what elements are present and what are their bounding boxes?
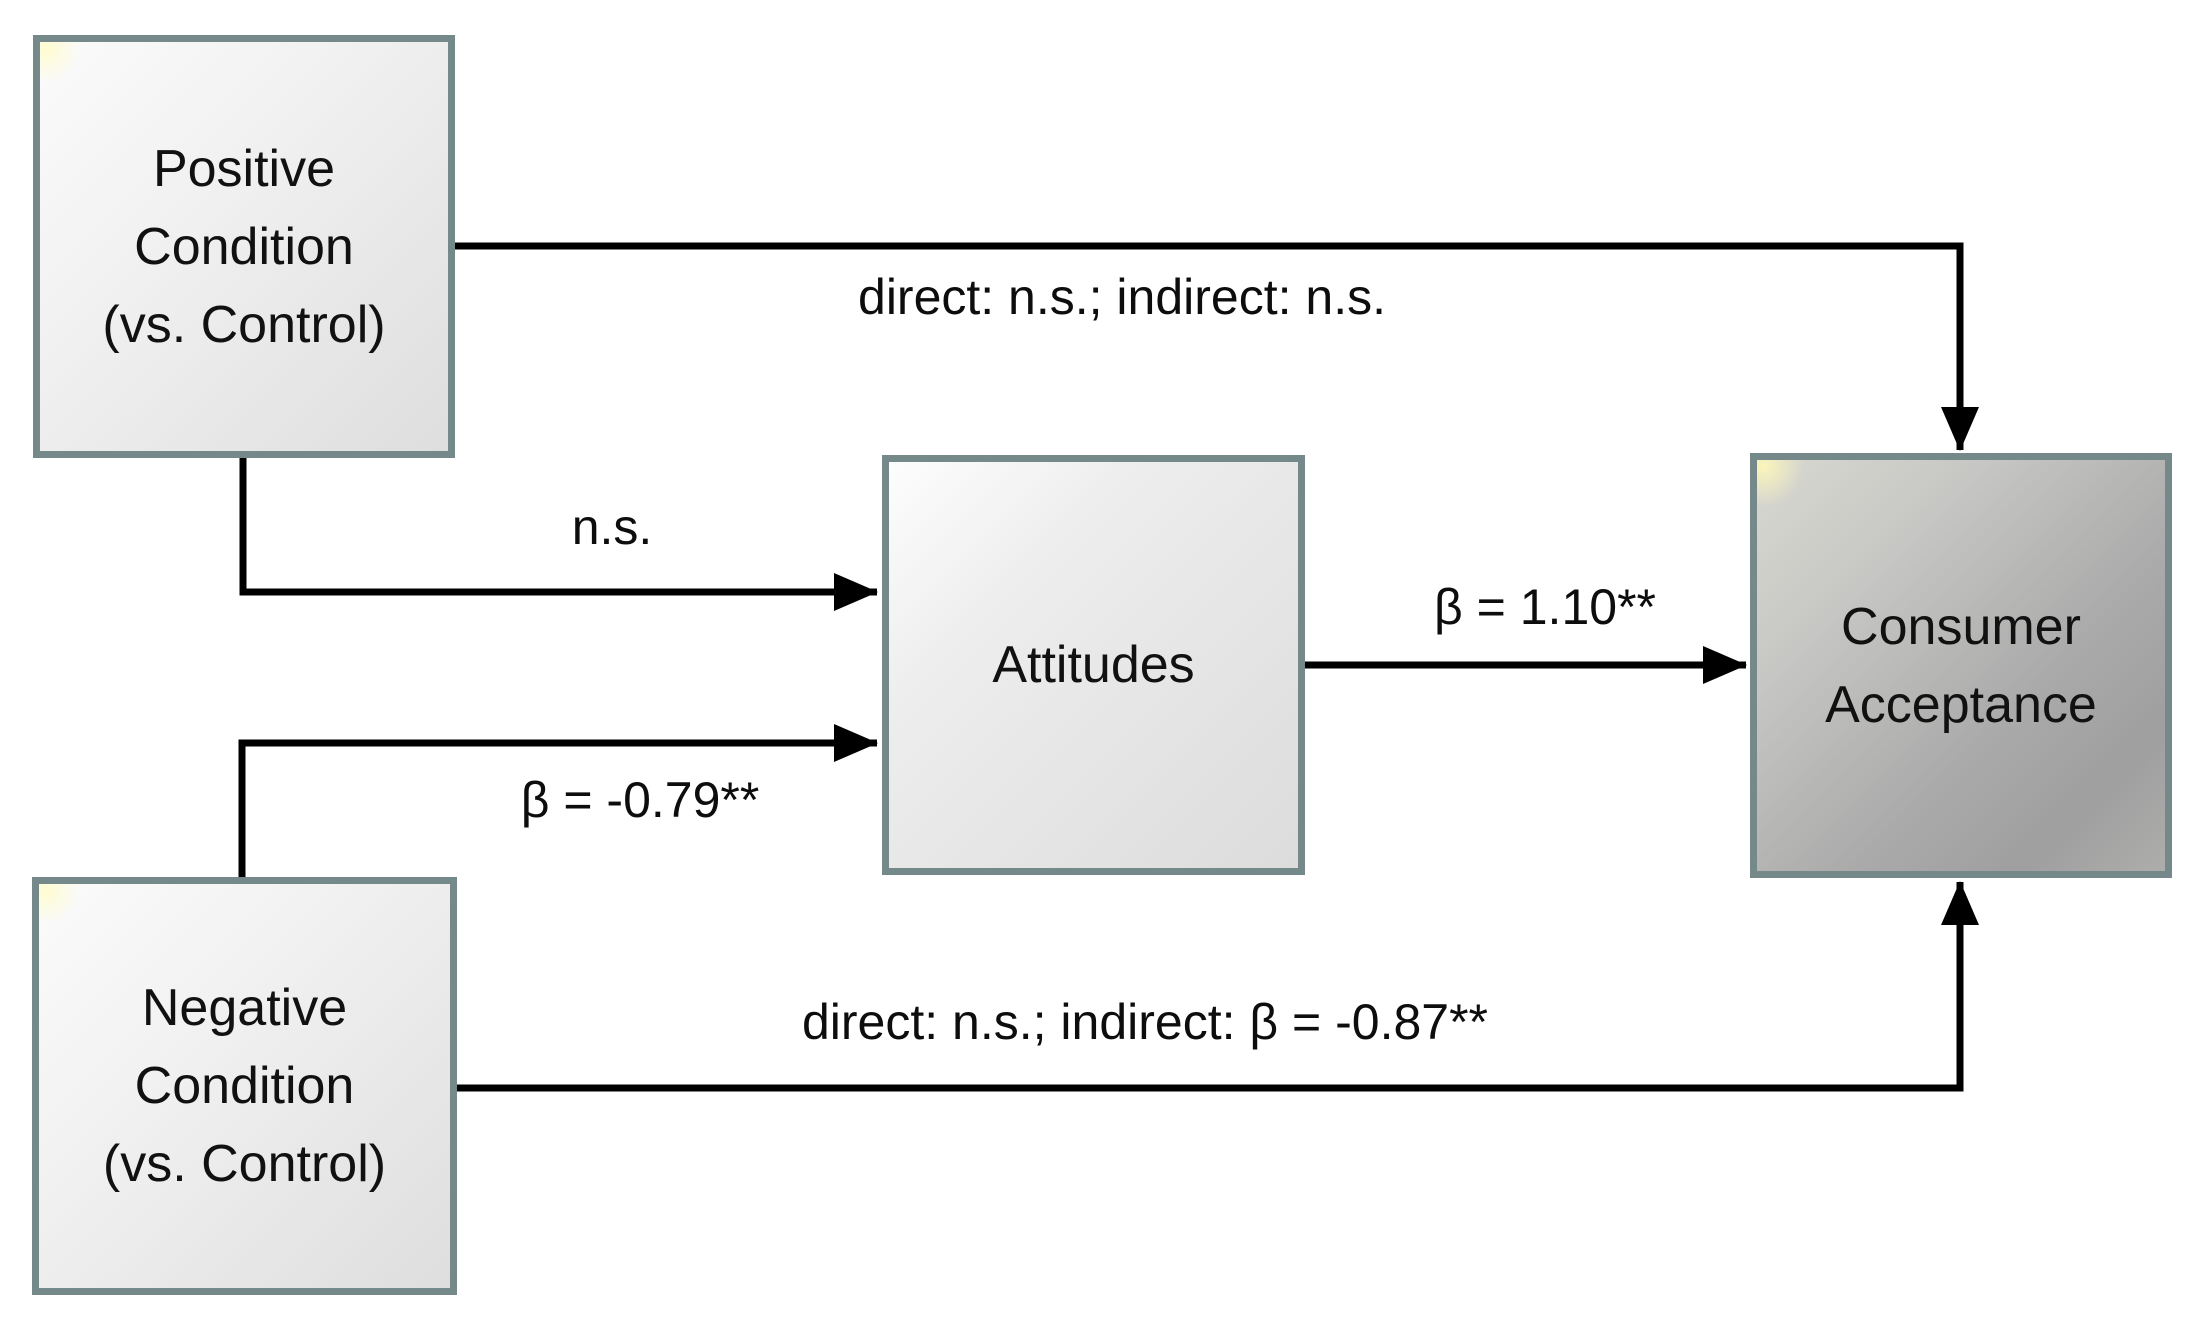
node-consumer-acceptance-label: Consumer Acceptance [1825,597,2097,734]
node-negative-condition: Negative Condition (vs. Control) [32,877,457,1295]
arrow-positive-to-attitudes [239,458,878,611]
node-negative-condition-label: Negative Condition (vs. Control) [102,979,387,1193]
node-consumer-acceptance: Consumer Acceptance [1750,453,2172,878]
edge-label-negative-attitudes: β = -0.79** [520,772,760,828]
edge-label-positive-direct: direct: n.s.; indirect: n.s. [858,269,1386,325]
edge-label-positive-attitudes: n.s. [571,499,653,555]
node-positive-condition: Positive Condition (vs. Control) [33,35,455,458]
arrow-negative-to-consumer [457,881,1979,1092]
edge-label-negative-direct: direct: n.s.; indirect: β = -0.87** [801,994,1489,1050]
node-positive-condition-label: Positive Condition (vs. Control) [102,139,386,354]
edge-label-attitudes-consumer: β = 1.10** [1434,579,1656,635]
node-attitudes-label: Attitudes [992,636,1195,694]
node-attitudes: Attitudes [882,455,1305,875]
